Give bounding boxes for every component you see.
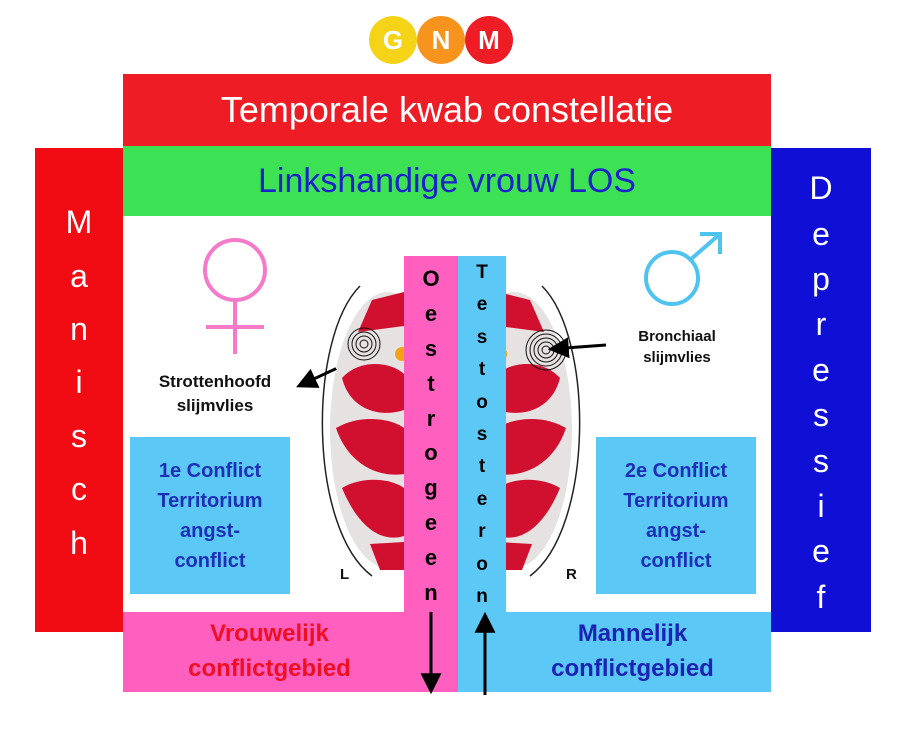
left-focus-rings <box>347 327 381 361</box>
female-symbol-icon <box>203 238 267 354</box>
depressief-letter: e <box>812 351 830 388</box>
depressief-letter: f <box>816 578 826 615</box>
right-hemisphere-marker: R <box>566 566 577 583</box>
oestrogeen-letter: s <box>424 335 438 361</box>
conflict-box-left-line: conflict <box>174 549 246 572</box>
oestrogeen-letter: g <box>424 475 438 501</box>
page-subtitle: Linkshandige vrouw LOS <box>257 161 636 200</box>
depressief-letters: D e p r e s s i e f <box>771 166 871 620</box>
vrouwelijk-line1: Vrouwelijk <box>210 620 329 648</box>
strottenhoofd-line1: Strottenhoofd <box>158 372 272 391</box>
oestrogeen-letter: e <box>424 300 438 326</box>
manisch-letter: h <box>70 524 88 561</box>
bronchiaal-line1: Bronchiaal <box>638 328 716 345</box>
oestrogeen-letter: o <box>424 440 438 466</box>
manisch-letter: s <box>71 417 87 454</box>
bronchiaal-line2: slijmvlies <box>643 349 711 366</box>
manisch-letter: n <box>70 311 88 348</box>
depressief-letter: D <box>809 170 833 207</box>
testosteron-strip: T e s t o s t e r o n <box>458 256 506 612</box>
depressief-letter: p <box>812 260 830 297</box>
oestrogeen-letter: e <box>424 545 438 570</box>
depressief-letter: r <box>815 306 827 343</box>
brain-outline-left <box>321 285 373 577</box>
depressief-letter: s <box>813 397 829 434</box>
strottenhoofd-arrow <box>296 367 337 388</box>
depressief-letter: e <box>812 215 830 252</box>
depressief-bar: D e p r e s s i e f <box>771 148 871 632</box>
oestrogeen-letter: e <box>424 510 438 536</box>
manisch-letters: M a n i s c h <box>35 196 123 570</box>
left-hemisphere-marker: L <box>340 566 350 583</box>
manisch-letter: i <box>75 364 83 401</box>
testosteron-letter: t <box>478 359 486 381</box>
mannelijk-conflictgebied: Mannelijk conflictgebied <box>458 612 771 692</box>
depressief-letter: e <box>812 533 830 570</box>
brain-outline-right <box>529 285 581 577</box>
testosteron-letter: e <box>476 294 488 316</box>
title-bar: Temporale kwab constellatie <box>123 74 771 146</box>
gnm-logo: G N M <box>369 12 519 68</box>
brain-left-areas <box>336 292 404 570</box>
logo-circle-m: M <box>465 16 513 64</box>
manisch-letter: c <box>71 471 87 508</box>
strottenhoofd-label: Strottenhoofd slijmvlies <box>140 370 290 418</box>
conflict-box-right-line: Territorium <box>623 489 729 512</box>
strottenhoofd-line2: slijmvlies <box>176 395 254 415</box>
bronchiaal-arrow <box>547 337 607 359</box>
conflict-box-left: 1e Conflict Territorium angst- conflict <box>130 437 290 594</box>
oestrogeen-letter: t <box>427 370 435 396</box>
testosteron-letter: n <box>476 585 488 607</box>
logo-letter-n: N <box>431 24 451 55</box>
conflict-box-right: 2e Conflict Territorium angst- conflict <box>596 437 756 594</box>
vrouwelijk-conflictgebied: Vrouwelijk conflictgebied <box>123 612 458 692</box>
testosteron-letter: o <box>476 553 488 575</box>
brain-right-areas <box>498 292 566 570</box>
testosteron-letters: T e s t o s t e r o n <box>458 262 506 608</box>
conflict-box-left-line: Territorium <box>157 489 263 512</box>
bronchiaal-label: Bronchiaal slijmvlies <box>612 326 742 368</box>
testosteron-letter: s <box>476 423 488 445</box>
vrouwelijk-line2: conflictgebied <box>188 655 351 682</box>
conflict-box-right-line: conflict <box>640 549 712 572</box>
oestrogeen-letter: O <box>422 266 440 291</box>
testosteron-letter: T <box>476 262 488 283</box>
testosteron-letter: t <box>478 456 486 478</box>
conflict-box-right-line: 2e Conflict <box>624 459 728 482</box>
oestrogeen-letters: O e s t r o g e e n <box>404 266 458 606</box>
manisch-letter: M <box>65 204 93 241</box>
logo-circle-g: G <box>369 16 417 64</box>
testosteron-letter: o <box>476 391 488 413</box>
mannelijk-line2: conflictgebied <box>551 655 714 682</box>
oestrogeen-letter: n <box>424 579 438 605</box>
subtitle-bar: Linkshandige vrouw LOS <box>123 146 771 216</box>
logo-letter-m: M <box>478 24 500 55</box>
testosteron-letter: r <box>478 521 486 543</box>
mannelijk-line1: Mannelijk <box>577 620 688 648</box>
testosteron-letter: s <box>476 326 488 348</box>
logo-letter-g: G <box>382 24 404 55</box>
depressief-letter: i <box>817 487 825 524</box>
depressief-letter: s <box>813 442 829 479</box>
page-title: Temporale kwab constellatie <box>220 89 674 130</box>
oestrogeen-strip: O e s t r o g e e n <box>404 256 458 612</box>
male-symbol-icon <box>644 232 722 306</box>
manisch-letter: a <box>70 257 88 294</box>
manisch-bar: M a n i s c h <box>35 148 123 632</box>
oestrogeen-letter: r <box>426 405 436 431</box>
conflict-box-left-line: angst- <box>180 519 240 542</box>
testosteron-letter: e <box>476 488 488 510</box>
conflict-box-right-line: angst- <box>646 519 706 542</box>
logo-circle-n: N <box>417 16 465 64</box>
conflict-box-left-line: 1e Conflict <box>158 459 262 482</box>
